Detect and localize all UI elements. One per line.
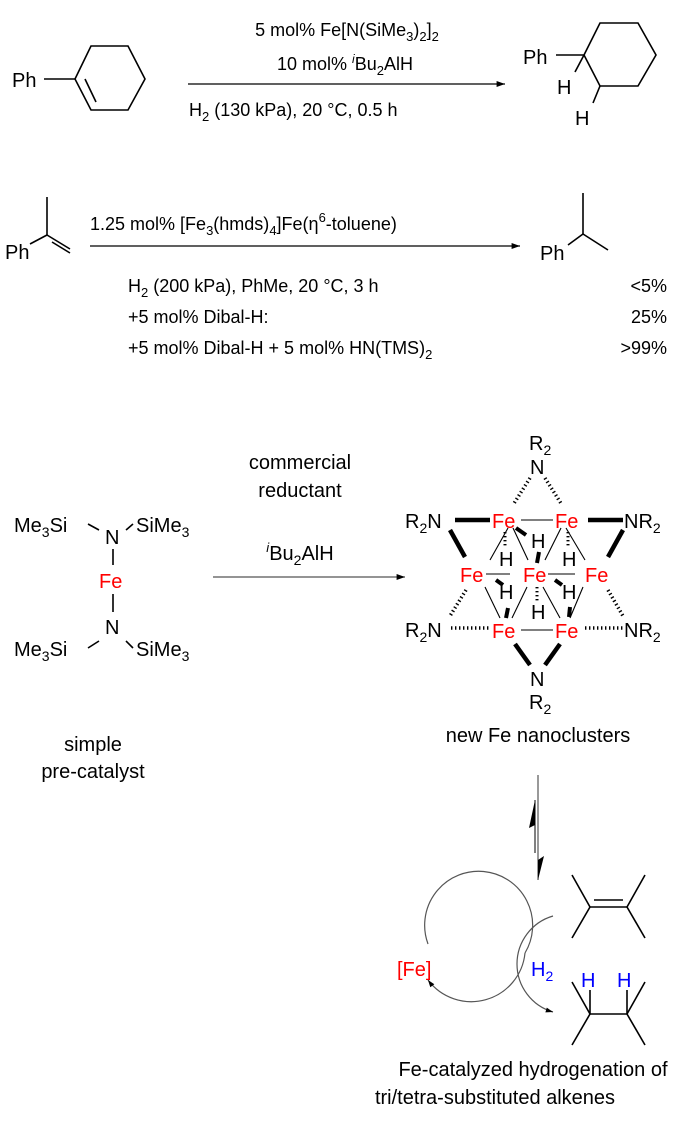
cycle-arc: [424, 870, 534, 954]
h2-label: H2: [531, 959, 553, 984]
ph-label: Ph: [5, 242, 29, 264]
precatalyst-caption: pre-catalyst: [41, 761, 145, 783]
n-label: N: [105, 527, 119, 549]
ph-label: Ph: [540, 243, 564, 265]
nr2-label: NR2: [624, 620, 661, 645]
reductant-label: reductant: [258, 480, 342, 502]
hydride: H: [531, 602, 545, 624]
h2-uptake-arc: [516, 915, 554, 1013]
added-h: H: [581, 970, 595, 992]
cycle-caption: Fe-catalyzed hydrogenation of: [398, 1059, 667, 1081]
fe6-hydride-nanocluster: Fe Fe Fe Fe Fe Fe Fe H H H H H H R2 N R2…: [405, 433, 661, 747]
cycle-caption: tri/tetra-substituted alkenes: [375, 1087, 615, 1109]
ph-label: Ph: [12, 70, 36, 92]
n-label: N: [530, 669, 544, 691]
conditions-table: H2 (200 kPa), PhMe, 20 °C, 3 h <5% +5 mo…: [128, 276, 667, 362]
hydrogenated-product: H H: [571, 970, 646, 1046]
fe-atom: Fe: [555, 511, 578, 533]
r2-label: R2: [529, 433, 551, 458]
condition-text: +5 mol% Dibal-H:: [128, 307, 269, 327]
fe-hmds-precatalyst: Me3Si N SiMe3 Fe N Me3Si SiMe3 simple pr…: [14, 515, 190, 783]
conditions-h2-130: H2 (130 kPa), 20 °C, 0.5 h: [189, 100, 398, 124]
yield-value: >99%: [620, 338, 667, 358]
fe-atom: Fe: [523, 565, 546, 587]
reagent-fe-hmds: 5 mol% Fe[N(SiMe3)2]2: [255, 20, 439, 44]
condition-text: +5 mol% Dibal-H + 5 mol% HN(TMS)2: [128, 338, 432, 362]
fe-atom: Fe: [460, 565, 483, 587]
h-label: H: [575, 108, 589, 130]
alpha-methylstyrene: Ph: [5, 197, 71, 264]
hydride: H: [531, 531, 545, 553]
reagent-dibal: 10 mol% iBu2AlH: [277, 52, 413, 78]
hydride: H: [562, 582, 576, 604]
added-h: H: [617, 970, 631, 992]
conditions-row: H2 (200 kPa), PhMe, 20 °C, 3 h <5%: [128, 276, 667, 300]
cycle-return-arc: [427, 952, 526, 1003]
fe-atom: Fe: [555, 621, 578, 643]
fe-atom: Fe: [492, 511, 515, 533]
reaction-1-conditions: 5 mol% Fe[N(SiMe3)2]2 10 mol% iBu2AlH H2…: [188, 20, 505, 124]
me3si-label: Me3Si: [14, 515, 67, 540]
reduction-step: commercial reductant iBu2AlH: [213, 452, 405, 580]
yield-value: <5%: [630, 276, 667, 296]
precatalyst-caption: simple: [64, 734, 122, 756]
conditions-row: +5 mol% Dibal-H + 5 mol% HN(TMS)2 >99%: [128, 338, 667, 362]
me3si-label: Me3Si: [14, 639, 67, 664]
phenylcyclohexane-product: Ph H H: [523, 22, 657, 130]
yield-value: 25%: [631, 307, 667, 327]
commercial-label: commercial: [249, 452, 351, 474]
fe-atom: Fe: [585, 565, 608, 587]
n-label: N: [105, 617, 119, 639]
condition-text: H2 (200 kPa), PhMe, 20 °C, 3 h: [128, 276, 379, 300]
cumene-product: Ph: [540, 193, 609, 265]
r2n-label: R2N: [405, 620, 442, 645]
cluster-caption: new Fe nanoclusters: [446, 725, 631, 747]
fe-atom: Fe: [492, 621, 515, 643]
h-label: H: [557, 77, 571, 99]
sime3-label: SiMe3: [136, 515, 190, 540]
sime3-label: SiMe3: [136, 639, 190, 664]
hydride: H: [499, 549, 513, 571]
fe-center: Fe: [99, 571, 122, 593]
hydride: H: [562, 549, 576, 571]
tetrasubstituted-alkene: [571, 874, 646, 939]
r2n-label: R2N: [405, 511, 442, 536]
reagent-fe-toluene-cluster: 1.25 mol% [Fe3(hmds)4]Fe(η6-toluene): [90, 210, 397, 238]
ph-label: Ph: [523, 47, 547, 69]
dibal-reagent: iBu2AlH: [266, 540, 333, 568]
conditions-row: +5 mol% Dibal-H: 25%: [128, 307, 667, 327]
hydride: H: [499, 582, 513, 604]
n-label: N: [530, 457, 544, 479]
reaction-2: Ph 1.25 mol% [Fe3(hmds)4]Fe(η6-toluene) …: [5, 193, 667, 362]
equilibrium-arrows: [529, 775, 544, 880]
r2-label: R2: [529, 692, 551, 717]
nr2-label: NR2: [624, 511, 661, 536]
reaction-1: Ph 5 mol% Fe[N(SiMe3)2]2 10 mol% iBu2AlH…: [12, 20, 657, 130]
phenylcyclohexene: Ph: [12, 45, 146, 111]
catalytic-cycle: [Fe] H2: [397, 870, 554, 1013]
fe-catalyst-label: [Fe]: [397, 959, 431, 981]
